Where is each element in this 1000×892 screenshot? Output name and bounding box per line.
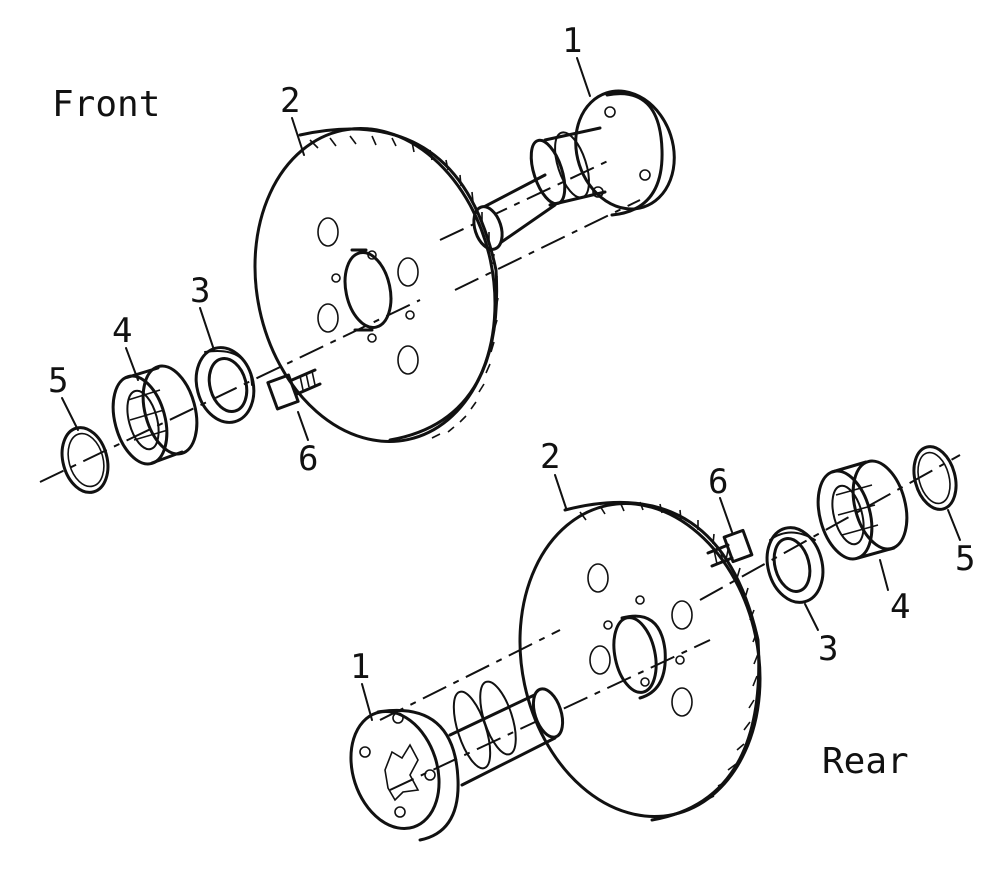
front-title: Front bbox=[52, 84, 160, 125]
front-bearing bbox=[111, 364, 199, 466]
front-bolt bbox=[266, 368, 322, 411]
front-callout-4: 4 bbox=[112, 311, 132, 351]
front-disc bbox=[253, 127, 499, 443]
front-leaders bbox=[61, 57, 591, 441]
rear-callout-2: 2 bbox=[540, 437, 560, 477]
rear-callout-5: 5 bbox=[955, 539, 975, 579]
front-callout-6: 6 bbox=[298, 439, 318, 479]
rear-callout-3: 3 bbox=[818, 629, 838, 669]
rear-seal bbox=[765, 526, 825, 604]
front-hub-shaft bbox=[472, 89, 676, 252]
front-assembly bbox=[39, 57, 676, 494]
rear-leaders bbox=[361, 474, 961, 721]
rear-title: Rear bbox=[822, 741, 909, 782]
rear-hub-shaft bbox=[349, 680, 565, 842]
front-callout-2: 2 bbox=[280, 81, 300, 121]
rear-bolt bbox=[706, 528, 754, 568]
front-callout-1: 1 bbox=[562, 21, 582, 61]
rear-snap-ring bbox=[912, 445, 958, 511]
front-seal bbox=[194, 346, 256, 424]
front-callout-5: 5 bbox=[48, 361, 68, 401]
rear-callout-1: 1 bbox=[350, 647, 370, 687]
rear-assembly bbox=[349, 445, 961, 842]
rear-callout-6: 6 bbox=[708, 462, 728, 502]
rear-callout-4: 4 bbox=[890, 587, 910, 627]
front-callout-3: 3 bbox=[190, 271, 210, 311]
rear-bearing bbox=[816, 459, 909, 561]
rear-disc bbox=[518, 501, 762, 822]
